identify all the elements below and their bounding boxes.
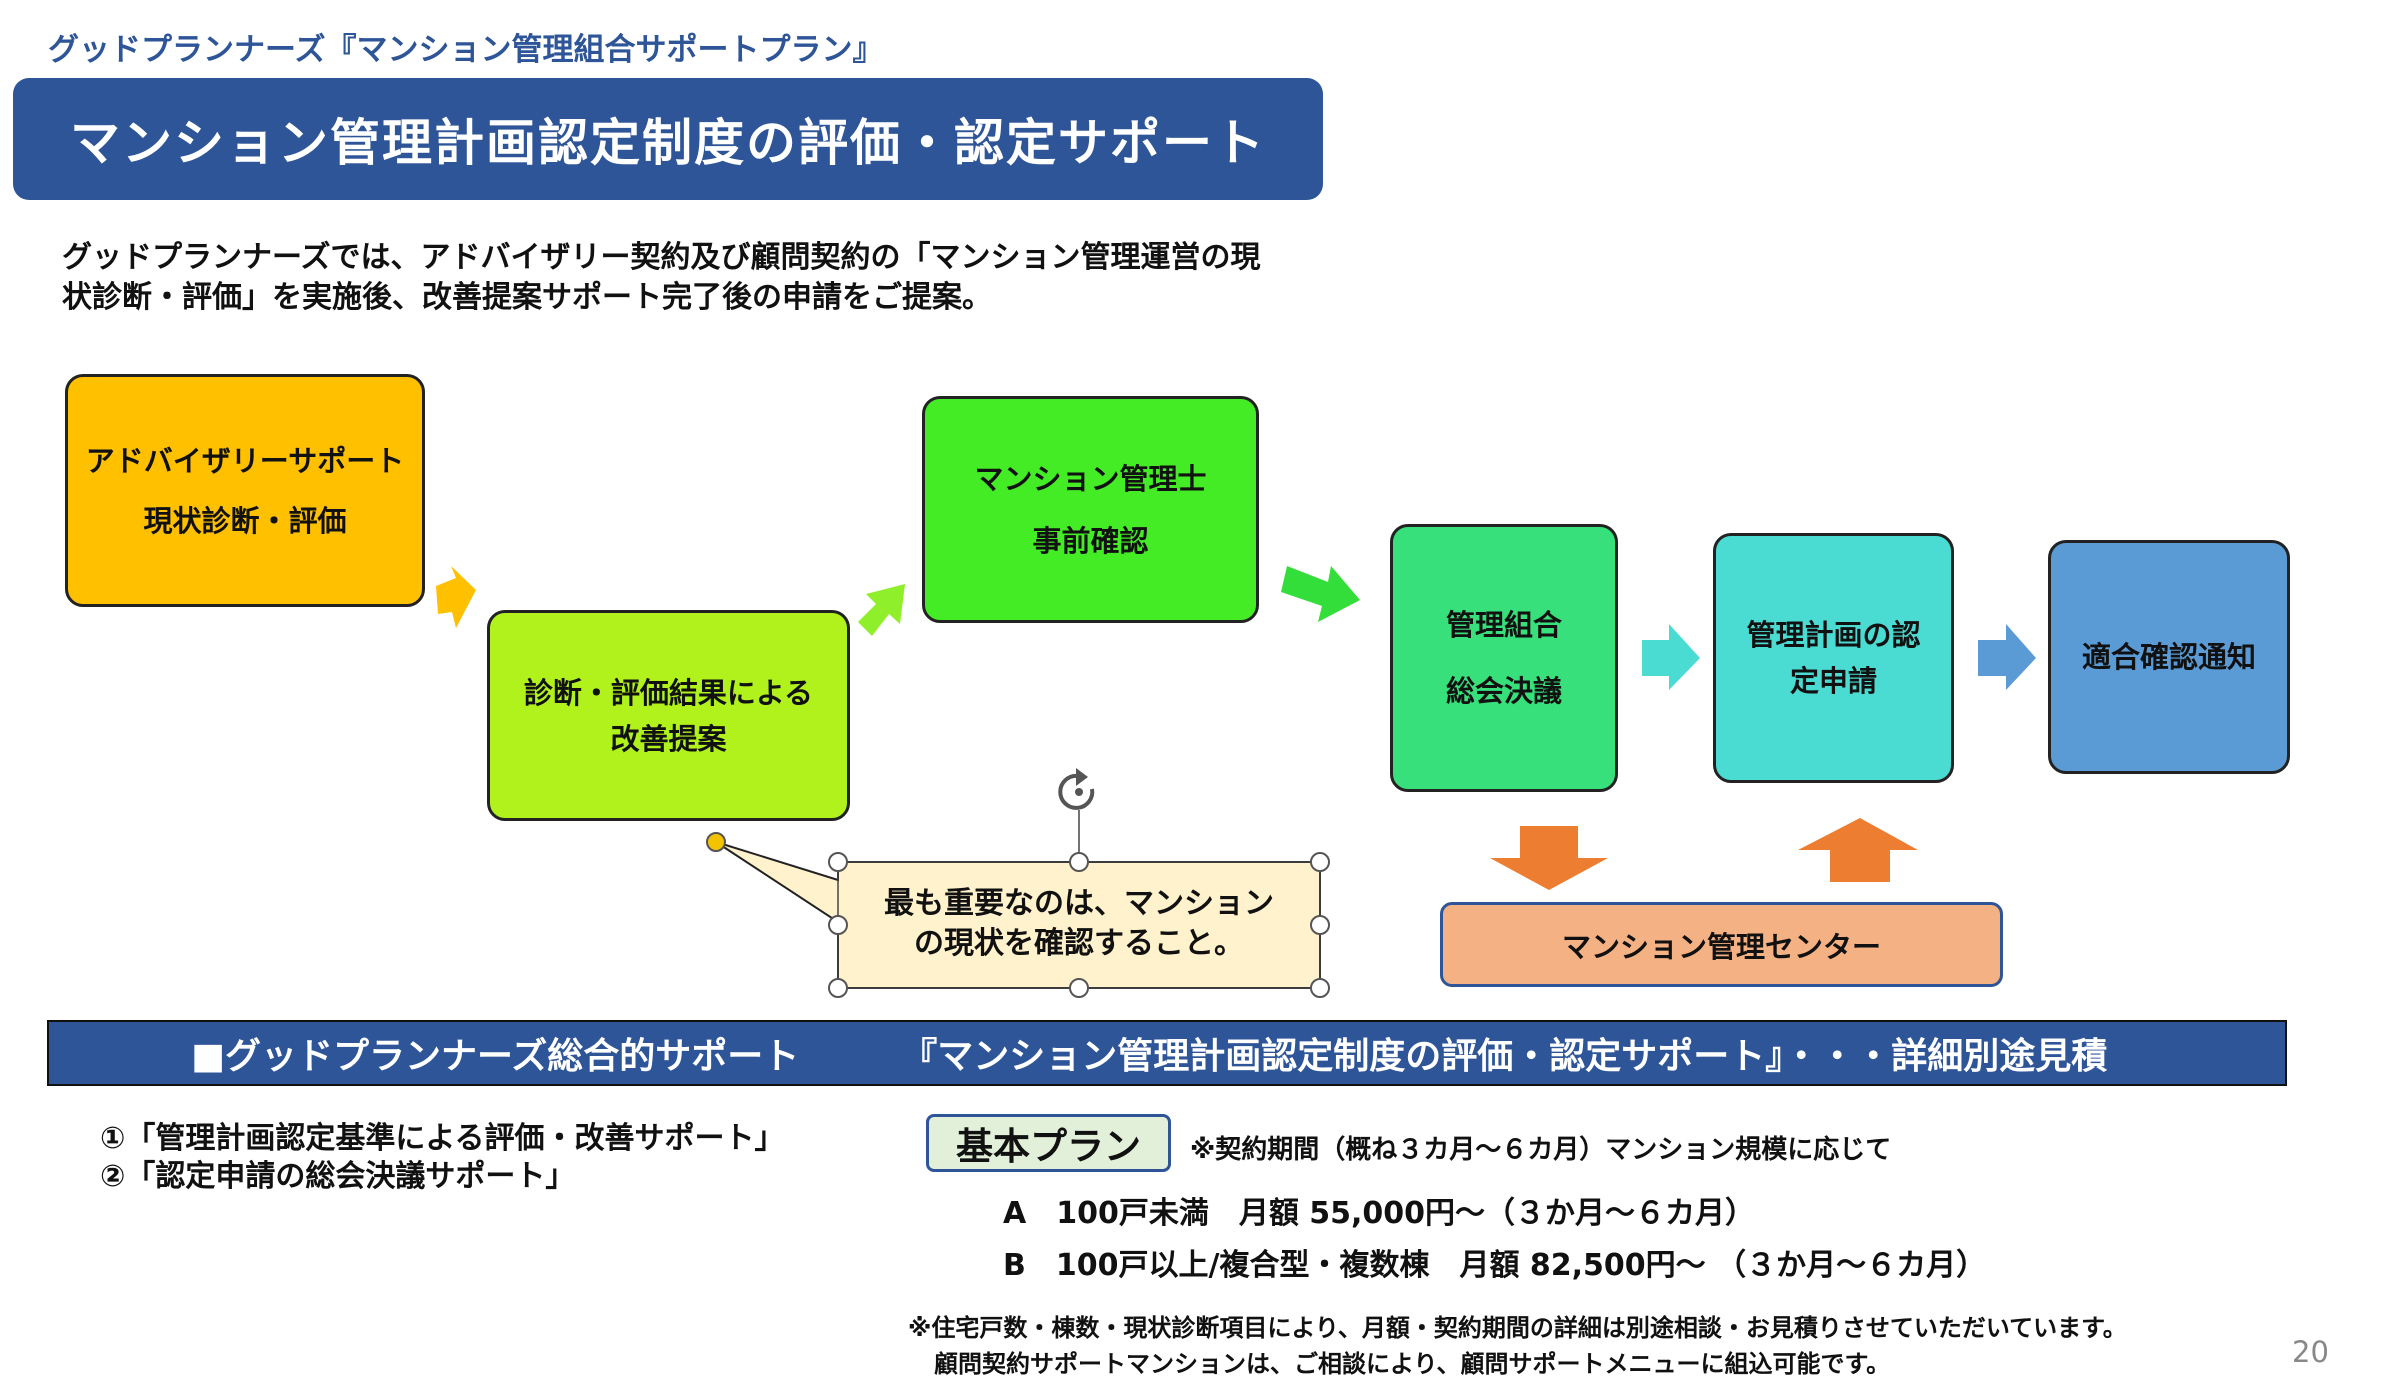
step-prior-check-sub: 事前確認 <box>1032 523 1149 558</box>
management-center-label: マンション管理センター <box>1561 929 1881 964</box>
step-prior-check-title: マンション管理士 <box>974 461 1207 496</box>
support-bar-left: ■グッドプランナーズ総合的サポート <box>191 1036 800 1077</box>
step-certification-application-sub: 定申請 <box>1789 664 1877 698</box>
arrow-down-to-center <box>1490 826 1608 890</box>
arrow-step2-to-step3 <box>858 584 905 636</box>
basic-plan-label: 基本プラン <box>926 1114 1171 1172</box>
callout-line-1: 最も重要なのは、マンション <box>884 886 1274 921</box>
support-item-1: ①「管理計画認定基準による評価・改善サポート」 <box>100 1121 785 1156</box>
arrow-step4-to-step5 <box>1642 624 1700 690</box>
management-center-box: マンション管理センター <box>1440 902 2003 987</box>
step-certification-application: 管理計画の認 定申請 <box>1713 533 1954 783</box>
arrow-step5-to-step6 <box>1978 624 2036 690</box>
intro-line-2: 状診断・評価」を実施後、改善提案サポート完了後の申請をご提案。 <box>62 280 992 315</box>
page-number: 20 <box>2292 1335 2329 1369</box>
footnote-line-1: ※住宅戸数・棟数・現状診断項目により、月額・契約期間の詳細は別途相談・お見積りさ… <box>908 1314 2127 1342</box>
intro-paragraph: グッドプランナーズでは、アドバイザリー契約及び顧問契約の「マンション管理運営の現… <box>62 238 1352 318</box>
step-conformity-notice-title: 適合確認通知 <box>2081 640 2256 674</box>
page-title: マンション管理計画認定制度の評価・認定サポート <box>70 114 1266 172</box>
support-bar: ■グッドプランナーズ総合的サポート 『マンション管理計画認定制度の評価・認定サポ… <box>47 1020 2287 1086</box>
arrow-step1-to-step2 <box>436 566 476 628</box>
resize-handles <box>828 852 1330 998</box>
footnote-line-2: 顧問契約サポートマンションは、ご相談により、顧問サポートメニューに組込可能です。 <box>934 1350 1891 1378</box>
step-prior-check: マンション管理士 事前確認 <box>922 396 1259 623</box>
step-advisory-support-title: アドバイザリーサポート <box>85 443 405 478</box>
step-improvement-proposal-title: 診断・評価結果による <box>523 675 814 710</box>
intro-line-1: グッドプランナーズでは、アドバイザリー契約及び顧問契約の「マンション管理運営の現 <box>62 240 1261 275</box>
step-advisory-support-sub: 現状診断・評価 <box>143 503 347 538</box>
callout-pointer-handle <box>706 832 726 852</box>
callout-line-2: の現状を確認すること。 <box>914 926 1244 961</box>
support-item-2: ②「認定申請の総会決議サポート」 <box>100 1159 576 1194</box>
arrow-step3-to-step4 <box>1281 566 1360 622</box>
step-certification-application-title: 管理計画の認 <box>1746 618 1921 652</box>
step-advisory-support: アドバイザリーサポート 現状診断・評価 <box>65 374 425 607</box>
step-general-meeting: 管理組合 総会決議 <box>1390 524 1618 792</box>
plan-note: ※契約期間（概ね３カ月～６カ月）マンション規模に応じて <box>1190 1135 1892 1165</box>
arrow-up-from-center <box>1798 818 1918 882</box>
brand-title: グッドプランナーズ『マンション管理組合サポートプラン』 <box>48 32 884 68</box>
step-general-meeting-sub: 総会決議 <box>1445 674 1562 708</box>
basic-plan-label-text: 基本プラン <box>956 1125 1141 1168</box>
support-bar-right: 『マンション管理計画認定制度の評価・認定サポート』・・・詳細別途見積 <box>901 1036 2108 1077</box>
step-improvement-proposal: 診断・評価結果による 改善提案 <box>487 610 850 821</box>
plan-option-b: B 100戸以上/複合型・複数棟 月額 82,500円～ （３か月～６カ月） <box>1003 1248 1987 1283</box>
plan-option-a: A 100戸未満 月額 55,000円～（３か月～６カ月） <box>1003 1196 1756 1231</box>
rotate-icon <box>1058 768 1095 810</box>
page-title-banner: マンション管理計画認定制度の評価・認定サポート <box>13 78 1323 200</box>
footnote: ※住宅戸数・棟数・現状診断項目により、月額・契約期間の詳細は別途相談・お見積りさ… <box>908 1310 2127 1382</box>
step-general-meeting-title: 管理組合 <box>1445 608 1562 642</box>
step-improvement-proposal-sub: 改善提案 <box>610 721 727 756</box>
callout-text[interactable]: 最も重要なのは、マンション の現状を確認すること。 <box>838 860 1320 988</box>
support-items-list: ①「管理計画認定基準による評価・改善サポート」 ②「認定申請の総会決議サポート」 <box>100 1120 785 1196</box>
step-conformity-notice: 適合確認通知 <box>2048 540 2290 774</box>
